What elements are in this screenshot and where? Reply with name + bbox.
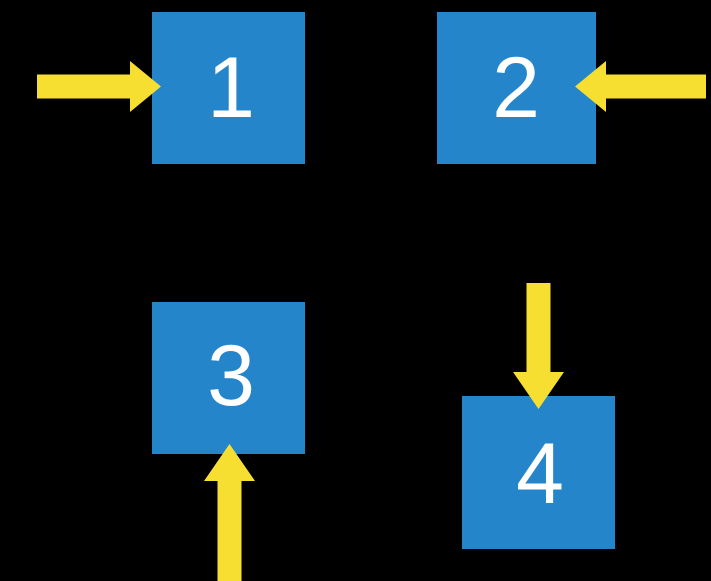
arrow-down-into-box-4-icon [512,283,564,409]
box-3[interactable] [152,302,305,454]
box-2-label: 2 [492,40,540,136]
box-1[interactable] [152,12,305,164]
box-2[interactable] [437,12,596,164]
arrow-up-into-box-3-icon [203,444,255,581]
box-4[interactable] [462,396,615,549]
box-1-label: 1 [207,40,255,136]
arrow-right-into-box-1-icon [37,60,161,112]
box-3-label: 3 [207,328,255,424]
arrow-left-into-box-2-icon [575,60,706,112]
box-4-label: 4 [516,426,564,522]
